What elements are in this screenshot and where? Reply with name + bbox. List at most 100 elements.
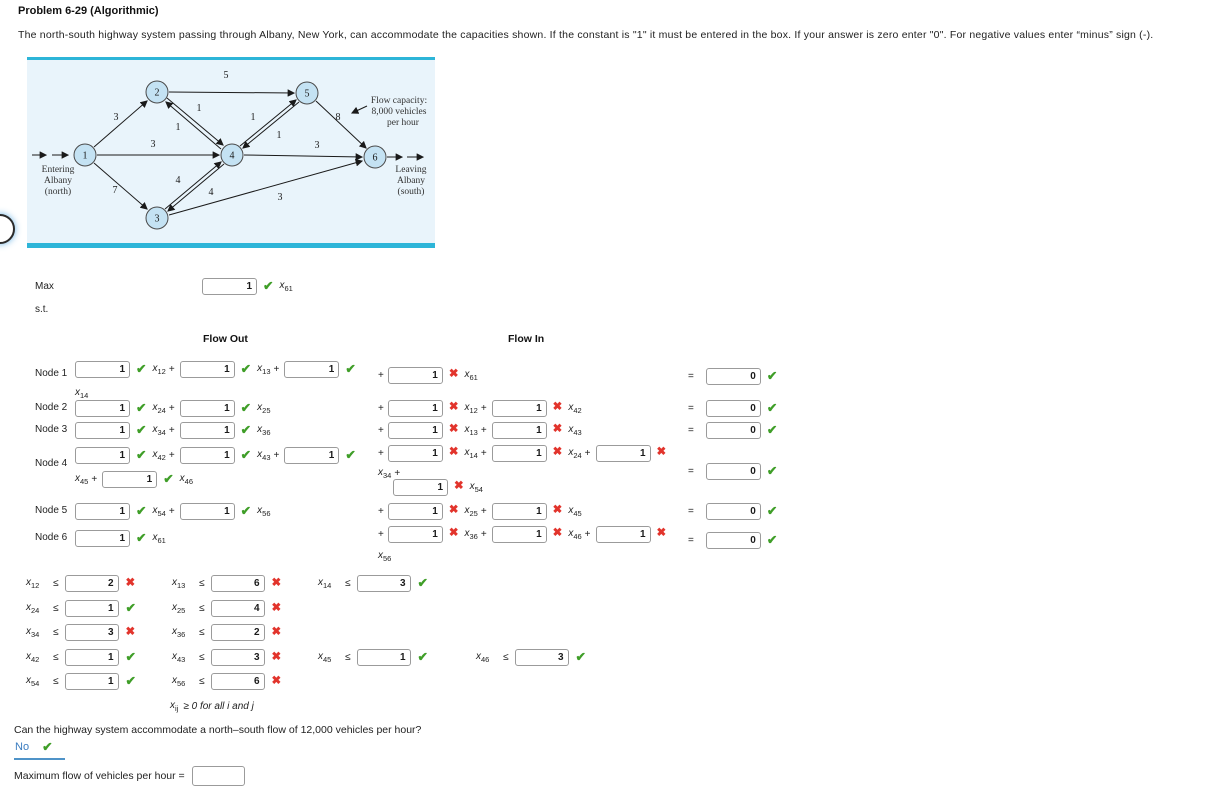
diagram-text: 8,000 vehicles bbox=[372, 107, 427, 117]
nonnegativity-constraint: xij ≥ 0 for all i and j bbox=[170, 700, 254, 713]
flowout-n3-coef1-input[interactable] bbox=[75, 421, 130, 439]
incorrect-mark-icon: ✖ bbox=[656, 527, 667, 540]
variable-x36: x36 bbox=[172, 626, 186, 639]
constraint-x56-input[interactable] bbox=[210, 673, 265, 690]
diagram-edge-arrow bbox=[243, 153, 364, 161]
variable-x56: x56 bbox=[257, 504, 271, 518]
constraint-x13-input[interactable] bbox=[210, 575, 265, 592]
variable-x46: x46 bbox=[179, 472, 194, 486]
flowin-n6-coef1-input[interactable] bbox=[387, 525, 443, 543]
diagram-edge-arrow bbox=[242, 101, 300, 149]
flowin-n3-coef2-input[interactable] bbox=[491, 421, 547, 439]
constraint-x54-input[interactable] bbox=[64, 673, 119, 690]
flowin-node3-line: + ✖ x13 + ✖ x43 bbox=[378, 421, 585, 439]
variable-x25: x25 bbox=[257, 401, 271, 415]
flowout-node5-line: ✔ x54 + ✔ x56 bbox=[75, 502, 274, 520]
diagram-node bbox=[145, 206, 169, 230]
flowin-n1-coef1-input[interactable] bbox=[387, 366, 443, 384]
edge-capacity-label: 3 bbox=[315, 140, 320, 151]
constraint-x54: x54 ≤ ✔ bbox=[26, 673, 142, 690]
flowin-n6-coef3-input[interactable] bbox=[595, 525, 651, 543]
flow-out-header: Flow Out bbox=[203, 333, 248, 345]
side-drawer-handle[interactable] bbox=[0, 214, 15, 244]
node2-label: Node 2 bbox=[35, 402, 68, 413]
flowout-n4-coef2-input[interactable] bbox=[179, 446, 235, 464]
flowout-n5-coef1-input[interactable] bbox=[75, 502, 130, 520]
diagram-edge-arrow bbox=[93, 100, 148, 148]
flowin-n4-coef4-input[interactable] bbox=[393, 478, 448, 496]
plus-sign: + bbox=[480, 505, 487, 517]
plus-sign: + bbox=[378, 402, 384, 414]
answer-dropdown[interactable]: No bbox=[15, 741, 30, 754]
result-mark-icon: ✔ bbox=[417, 650, 428, 665]
constraint-x42-input[interactable] bbox=[64, 649, 119, 666]
flowout-n3-coef2-input[interactable] bbox=[179, 421, 235, 439]
flowout-n1-coef1-input[interactable] bbox=[75, 360, 130, 378]
max-flow-input[interactable] bbox=[191, 766, 245, 786]
flowin-n6-coef2-input[interactable] bbox=[491, 525, 547, 543]
constraint-x25-input[interactable] bbox=[210, 600, 265, 617]
constraint-x46-input[interactable] bbox=[514, 649, 569, 666]
diagram-bottom-border bbox=[27, 243, 435, 248]
flowout-n1-coef2-input[interactable] bbox=[179, 360, 235, 378]
result-mark-icon: ✖ bbox=[271, 674, 282, 687]
flowin-n4-coef1-input[interactable] bbox=[387, 444, 443, 462]
nonnegativity-text: ≥ 0 for all i and j bbox=[183, 701, 254, 712]
constraint-x12: x12 ≤ ✖ bbox=[26, 575, 141, 592]
correct-mark-icon: ✔ bbox=[136, 361, 147, 376]
constraint-x12-input[interactable] bbox=[64, 575, 119, 592]
flowin-n4-coef3-input[interactable] bbox=[595, 444, 651, 462]
flowout-n4-coef1-input[interactable] bbox=[75, 446, 130, 464]
rhs-node6-row: = ✔ bbox=[688, 531, 783, 549]
correct-mark-icon: ✔ bbox=[766, 422, 778, 437]
variable-x45: x45 bbox=[75, 472, 89, 486]
constraint-x45-input[interactable] bbox=[356, 649, 411, 666]
flowout-n2-coef2-input[interactable] bbox=[179, 399, 235, 417]
diagram-edge-arrow bbox=[165, 101, 222, 150]
flowin-n3-coef1-input[interactable] bbox=[387, 421, 443, 439]
incorrect-mark-icon: ✖ bbox=[552, 423, 563, 436]
flowout-n2-coef1-input[interactable] bbox=[75, 399, 130, 417]
leq-sign: ≤ bbox=[199, 578, 205, 589]
edge-capacity-label: 4 bbox=[176, 175, 181, 186]
flowin-n5-coef2-input[interactable] bbox=[491, 502, 547, 520]
correct-mark-icon: ✔ bbox=[263, 278, 274, 293]
rhs-n1-input[interactable] bbox=[705, 367, 761, 385]
diagram-edge-arrow bbox=[350, 105, 368, 114]
flowin-n2-coef2-input[interactable] bbox=[491, 399, 547, 417]
equals-sign: = bbox=[688, 534, 694, 546]
rhs-node5-row: = ✔ bbox=[688, 502, 783, 520]
problem-title: Problem 6-29 (Algorithmic) bbox=[18, 5, 159, 17]
leq-sign: ≤ bbox=[199, 676, 205, 687]
variable-x34: x34 bbox=[378, 466, 392, 480]
variable-x46: x46 bbox=[476, 651, 490, 664]
constraint-x36-input[interactable] bbox=[210, 624, 265, 641]
flowin-n2-coef1-input[interactable] bbox=[387, 399, 443, 417]
constraint-x34: x34 ≤ ✖ bbox=[26, 624, 141, 641]
flowout-node1-line2: x14 bbox=[75, 384, 91, 402]
plus-sign: + bbox=[168, 505, 175, 517]
constraint-x34-input[interactable] bbox=[64, 624, 119, 641]
rhs-n2-input[interactable] bbox=[705, 399, 761, 417]
flowout-n4-coef3-input[interactable] bbox=[284, 446, 340, 464]
rhs-n5-input[interactable] bbox=[705, 502, 761, 520]
answer-area: No ✔ bbox=[14, 741, 65, 760]
rhs-n3-input[interactable] bbox=[705, 421, 761, 439]
constraint-x43-input[interactable] bbox=[210, 649, 265, 666]
objective-coef-input[interactable] bbox=[202, 277, 257, 295]
variable-x13: x13 bbox=[464, 423, 478, 437]
rhs-n6-input[interactable] bbox=[705, 531, 761, 549]
flowout-n5-coef2-input[interactable] bbox=[179, 502, 235, 520]
flowout-n6-coef1-input[interactable] bbox=[75, 529, 130, 547]
constraint-x24-input[interactable] bbox=[64, 600, 119, 617]
flowin-n4-coef2-input[interactable] bbox=[491, 444, 547, 462]
variable-x54: x54 bbox=[469, 480, 483, 494]
plus-sign: + bbox=[480, 402, 487, 414]
rhs-n4-input[interactable] bbox=[705, 462, 761, 480]
diagram-node-number: 2 bbox=[155, 88, 160, 99]
flowin-n5-coef1-input[interactable] bbox=[387, 502, 443, 520]
flowout-n4-coef4-input[interactable] bbox=[102, 470, 158, 488]
constraint-x56: x56 ≤ ✖ bbox=[172, 673, 287, 690]
flowout-n1-coef3-input[interactable] bbox=[284, 360, 340, 378]
constraint-x14-input[interactable] bbox=[356, 575, 411, 592]
